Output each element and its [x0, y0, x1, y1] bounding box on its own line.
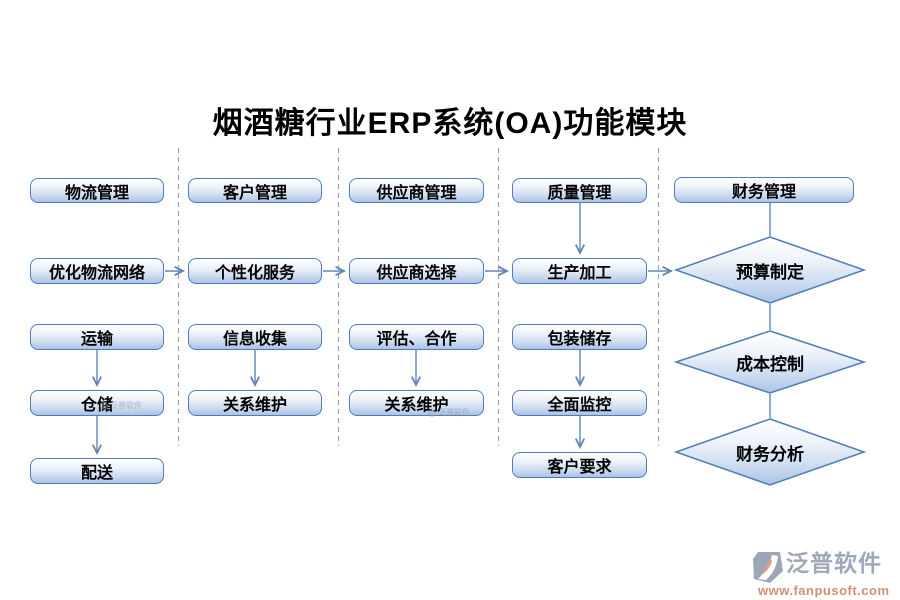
watermark-logo-icon: [428, 408, 436, 417]
column-separators: [177, 148, 660, 446]
flow-connectors: [97, 203, 771, 453]
node-distribution: 配送: [30, 458, 164, 484]
node-comprehensive-monitoring: 全面监控: [512, 390, 647, 416]
fanpu-logo-icon: [753, 552, 783, 583]
diamond-cost-control: [673, 330, 867, 394]
node-warehousing: 仓储: [30, 390, 164, 416]
inline-watermark: 泛普软件: [428, 407, 470, 418]
diagram-title: 烟酒糖行业ERP系统(OA)功能模块: [212, 107, 688, 140]
brand-name: 泛普软件: [786, 550, 882, 576]
diamond-budget-formulation: [673, 236, 867, 304]
node-relationship-maintenance-supplier: 关系维护: [349, 390, 484, 416]
node-personalized-service: 个性化服务: [188, 258, 322, 284]
watermark-text: 泛普软件: [438, 408, 470, 417]
node-optimize-logistics-network: 优化物流网络: [30, 258, 164, 284]
watermark-text: 泛普软件: [110, 401, 142, 410]
header-supplier-management: 供应商管理: [349, 178, 484, 203]
header-finance-management: 财务管理: [674, 177, 854, 203]
node-relationship-maintenance-customer: 关系维护: [188, 390, 322, 416]
node-transport: 运输: [30, 324, 164, 350]
node-customer-requirements: 客户要求: [512, 452, 647, 478]
header-quality-management: 质量管理: [512, 178, 647, 203]
node-supplier-selection: 供应商选择: [349, 258, 484, 284]
node-packaging-storage: 包装储存: [512, 324, 647, 350]
node-information-collection: 信息收集: [188, 324, 322, 350]
diamond-label-financial-analysis: 财务分析: [736, 444, 804, 464]
header-customer-management: 客户管理: [188, 178, 322, 203]
node-evaluation-cooperation: 评估、合作: [349, 324, 484, 350]
header-logistics-management: 物流管理: [30, 178, 164, 203]
brand-block: 泛普软件 www.fanpusoft.com: [750, 549, 900, 598]
inline-watermark: 泛普软件: [100, 400, 142, 411]
diamond-label-cost-control: 成本控制: [736, 354, 804, 374]
diamond-financial-analysis: [673, 418, 867, 486]
node-production-processing: 生产加工: [512, 258, 647, 284]
diamond-label-budget-formulation: 预算制定: [736, 262, 804, 282]
brand-url: www.fanpusoft.com: [758, 583, 890, 598]
decision-diamonds: [673, 236, 867, 486]
watermark-logo-icon: [100, 401, 108, 410]
